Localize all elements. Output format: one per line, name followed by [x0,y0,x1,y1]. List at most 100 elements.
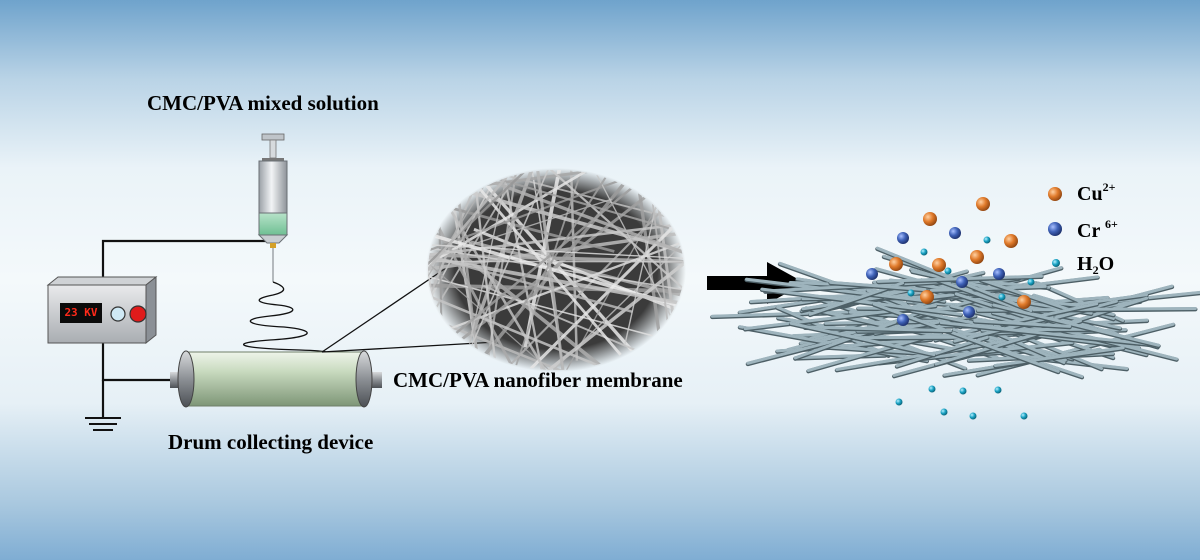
ion-cu [976,197,990,211]
sem-fiber [428,170,637,337]
label-solution: CMC/PVA mixed solution [147,91,379,115]
ions-h2o [895,236,1035,420]
sem-fiber [428,248,684,370]
ions-cr [866,227,1005,326]
ion-h2o [907,289,915,297]
mat-fiber [829,280,927,292]
power-button-blue [110,306,126,322]
ion-cr [993,268,1005,280]
ions-cu [889,197,1031,309]
sem-fiber [428,170,684,258]
ion-h2o [1020,412,1028,420]
ion-h2o [895,398,903,406]
ion-h2o [940,408,948,416]
sem-fiber [491,170,684,370]
sem-fiber [428,170,578,370]
ion-h2o [983,236,991,244]
sem-fiber [428,170,581,370]
sem-fiber [430,170,684,355]
sem-fiber [428,170,633,370]
ion-h2o [928,385,936,393]
sem-fiber [428,215,664,340]
sem-fiber [531,170,590,370]
legend-cu-symbol: Cu [1077,183,1103,205]
electrospinning-jet [243,281,329,356]
sem-fiber [428,231,684,308]
legend-cr-marker [1048,222,1062,236]
sem-fiber [428,170,622,356]
sem-fiber [428,170,508,370]
ion-h2o [920,248,928,256]
legend-cu-charge: 2+ [1102,180,1116,194]
mat-fiber [1000,302,1099,326]
legend-h2o-sub: 2 [1092,263,1099,277]
ion-h2o [1027,278,1035,286]
mat-fiber [929,284,1047,292]
label-membrane: CMC/PVA nanofiber membrane [393,368,683,392]
ion-cu [1017,295,1031,309]
ion-h2o [959,387,967,395]
mat-fiber [992,303,1161,347]
sem-fiber [428,220,633,314]
sem-fiber [482,284,684,370]
legend-h2o-tail: O [1098,253,1115,275]
sem-fiber [433,170,531,370]
sem-fiber [460,170,601,370]
ion-cr [949,227,961,239]
syringe [257,133,289,282]
ground-symbol [85,417,121,431]
legend-cu-marker [1048,187,1062,201]
ion-h2o [998,293,1006,301]
callout-line-top [321,267,447,353]
mat-fiber [745,277,931,303]
sem-fiber [428,243,684,268]
mat-fiber [939,321,1151,346]
ion-cr [956,276,968,288]
ion-cu [923,212,937,226]
nanofiber-mat [710,246,1200,380]
power-button-red [129,305,147,323]
sem-fiber [432,170,684,370]
drum-collector [170,350,382,408]
mat-fiber [993,346,1125,367]
sem-fiber [428,220,684,306]
ion-cr [963,306,975,318]
legend-h2o-symbol: H [1077,253,1093,275]
label-drum: Drum collecting device [168,430,374,454]
ion-cr [866,268,878,280]
ion-h2o [969,412,977,420]
ion-cr [897,314,909,326]
ion-cu [932,258,946,272]
ion-cr [897,232,909,244]
ion-cu [1004,234,1018,248]
sem-fiber [428,170,684,370]
mat-fiber [979,278,1069,311]
legend-cr-symbol: Cr [1077,220,1100,242]
sem-fiber [428,170,670,230]
legend-cr-charge: 6+ [1104,217,1118,231]
wire-to-needle [101,239,272,280]
sem-fiber [434,170,684,336]
sem-fiber [428,252,684,268]
sem-fiber [470,170,581,335]
sem-fiber [428,225,621,370]
legend-h2o-marker [1052,259,1060,267]
sem-fiber [491,170,684,370]
sem-fiber [444,170,489,370]
sem-fiber [476,170,548,370]
mat-fiber [803,325,952,333]
sem-fiber [459,170,684,370]
sem-fiber [428,170,625,370]
ion-h2o [944,267,952,275]
sem-fiber [651,170,684,370]
wire-to-drum [101,343,178,382]
ion-cu [889,257,903,271]
ion-cu [970,250,984,264]
legend-cu: Cu2+ [1077,180,1115,206]
legend-cr: Cr 6+ [1077,217,1118,243]
ion-cu [920,290,934,304]
sem-fiber [428,170,684,257]
mat-fiber [789,321,936,357]
